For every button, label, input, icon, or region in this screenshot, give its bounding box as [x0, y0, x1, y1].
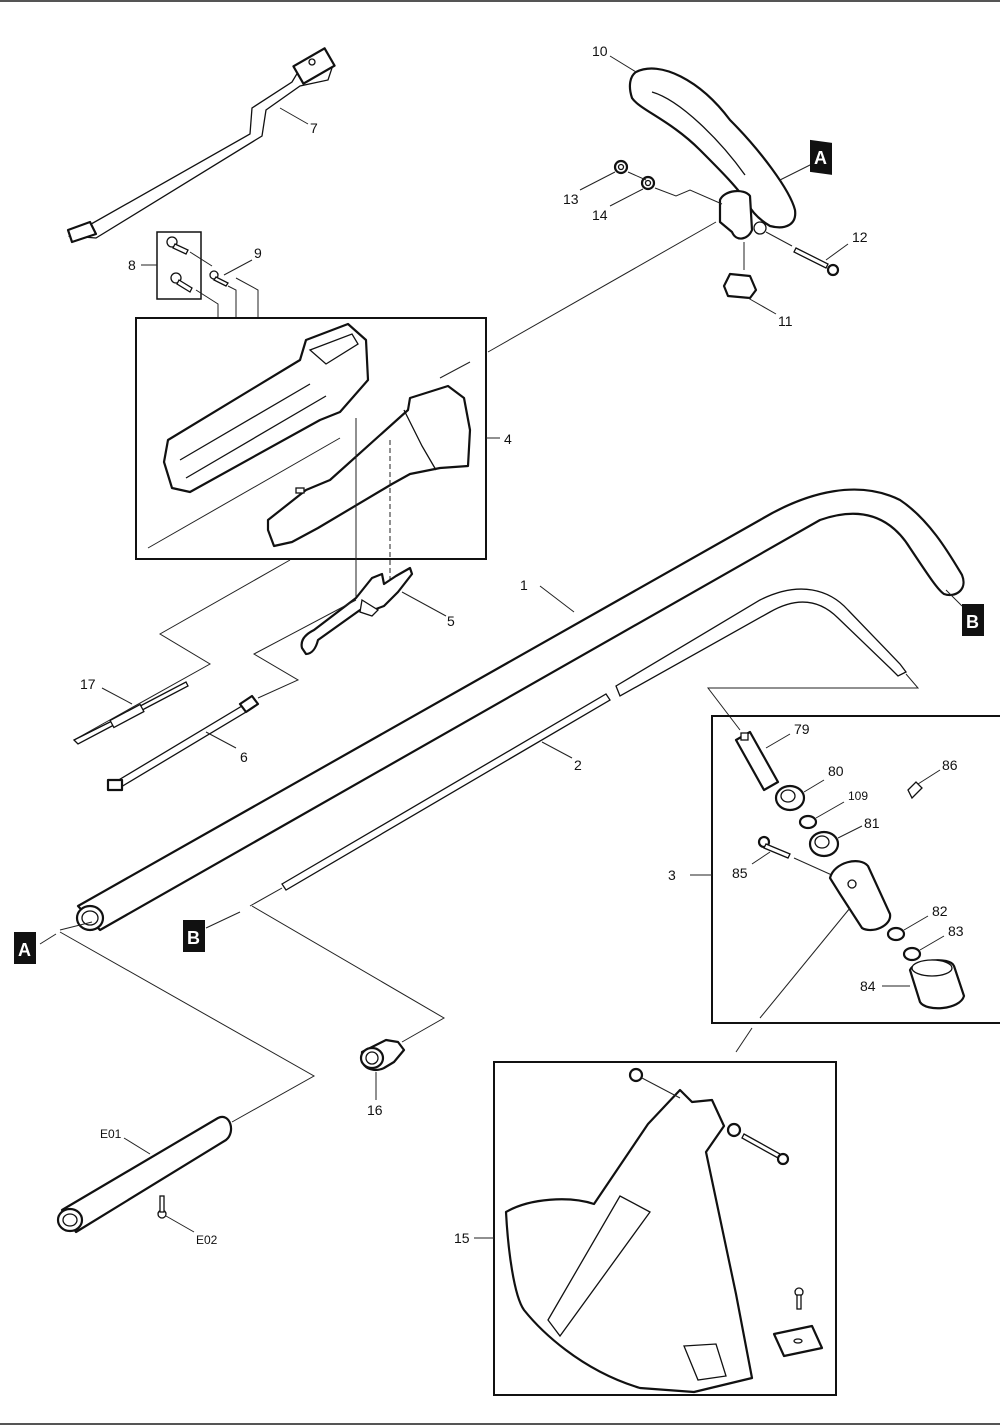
callout-11: 11: [778, 313, 793, 329]
callout-85: 85: [732, 865, 748, 881]
callout-6: 6: [240, 749, 248, 765]
part-82-washer: [886, 926, 906, 942]
part-5-throttle-trigger: [300, 566, 414, 656]
callout-15: 15: [454, 1230, 470, 1246]
part-15-small-screw: [794, 1287, 804, 1310]
callout-4: 4: [504, 431, 512, 447]
callout-86: 86: [942, 757, 958, 773]
callout-e01: E01: [100, 1127, 122, 1141]
reference-marker-a-bottom: A: [14, 932, 36, 964]
callout-1: 1: [520, 577, 528, 593]
svg-text:B: B: [187, 928, 200, 948]
callout-82: 82: [932, 903, 948, 919]
svg-text:A: A: [814, 148, 827, 168]
part-13-nut: [613, 159, 629, 175]
part-15-guard: [504, 1088, 754, 1394]
part-81-bearing: [808, 830, 840, 858]
callout-81: 81: [864, 815, 880, 831]
part-6-throttle-rod: [106, 694, 260, 792]
callout-8: 8: [128, 257, 136, 273]
callout-12: 12: [852, 229, 868, 245]
part-15-washer: [726, 1122, 742, 1138]
part-85-bolt: [757, 835, 791, 859]
callout-13: 13: [563, 191, 579, 207]
svg-text:A: A: [18, 940, 31, 960]
part-2-drive-shaft: [281, 588, 907, 891]
callout-e02: E02: [196, 1233, 218, 1247]
callout-9: 9: [254, 245, 262, 261]
part-15-nut: [628, 1067, 644, 1083]
part-gear-housing: [828, 860, 892, 932]
callout-2: 2: [574, 757, 582, 773]
part-12-bolt: [793, 247, 840, 277]
callout-14: 14: [592, 207, 608, 223]
part-11-clamp: [722, 272, 758, 300]
reference-marker-b-right: B: [962, 604, 984, 636]
callout-7: 7: [310, 120, 318, 136]
part-15-bolt: [741, 1133, 790, 1166]
part-1-main-shaft: [75, 488, 965, 932]
callout-83: 83: [948, 923, 964, 939]
part-15-box: [493, 1061, 837, 1396]
callout-5: 5: [447, 613, 455, 629]
part-84-cap: [908, 959, 966, 1010]
part-9-screw: [209, 270, 229, 287]
part-15-plate: [772, 1324, 824, 1358]
callout-16: 16: [367, 1102, 383, 1118]
part-10-loop-handle: [628, 67, 797, 240]
part-80-bearing: [774, 784, 806, 812]
part-8-screws: [166, 236, 193, 293]
part-e02-screw: [157, 1195, 167, 1219]
reference-marker-a-top: A: [810, 139, 832, 175]
part-109-washer: [798, 814, 818, 830]
callout-17: 17: [80, 676, 96, 692]
part-83-washer: [902, 946, 922, 962]
part-4-handle-housing: [162, 322, 472, 548]
reference-marker-b-left: B: [183, 920, 205, 952]
part-8-box: [156, 231, 202, 300]
part-17-cable: [72, 681, 189, 745]
part-e01-extension-tube: [56, 1115, 233, 1234]
callout-10: 10: [592, 43, 608, 59]
callout-3: 3: [668, 867, 676, 883]
callout-84: 84: [860, 978, 876, 994]
svg-text:B: B: [966, 612, 979, 632]
callout-79: 79: [794, 721, 810, 737]
callout-80: 80: [828, 763, 844, 779]
callout-109: 109: [848, 789, 868, 803]
part-16-collar: [359, 1038, 406, 1071]
part-86-screw: [907, 781, 923, 800]
part-79-shaft-end: [734, 730, 780, 792]
part-7-throttle-cable: [66, 47, 336, 244]
